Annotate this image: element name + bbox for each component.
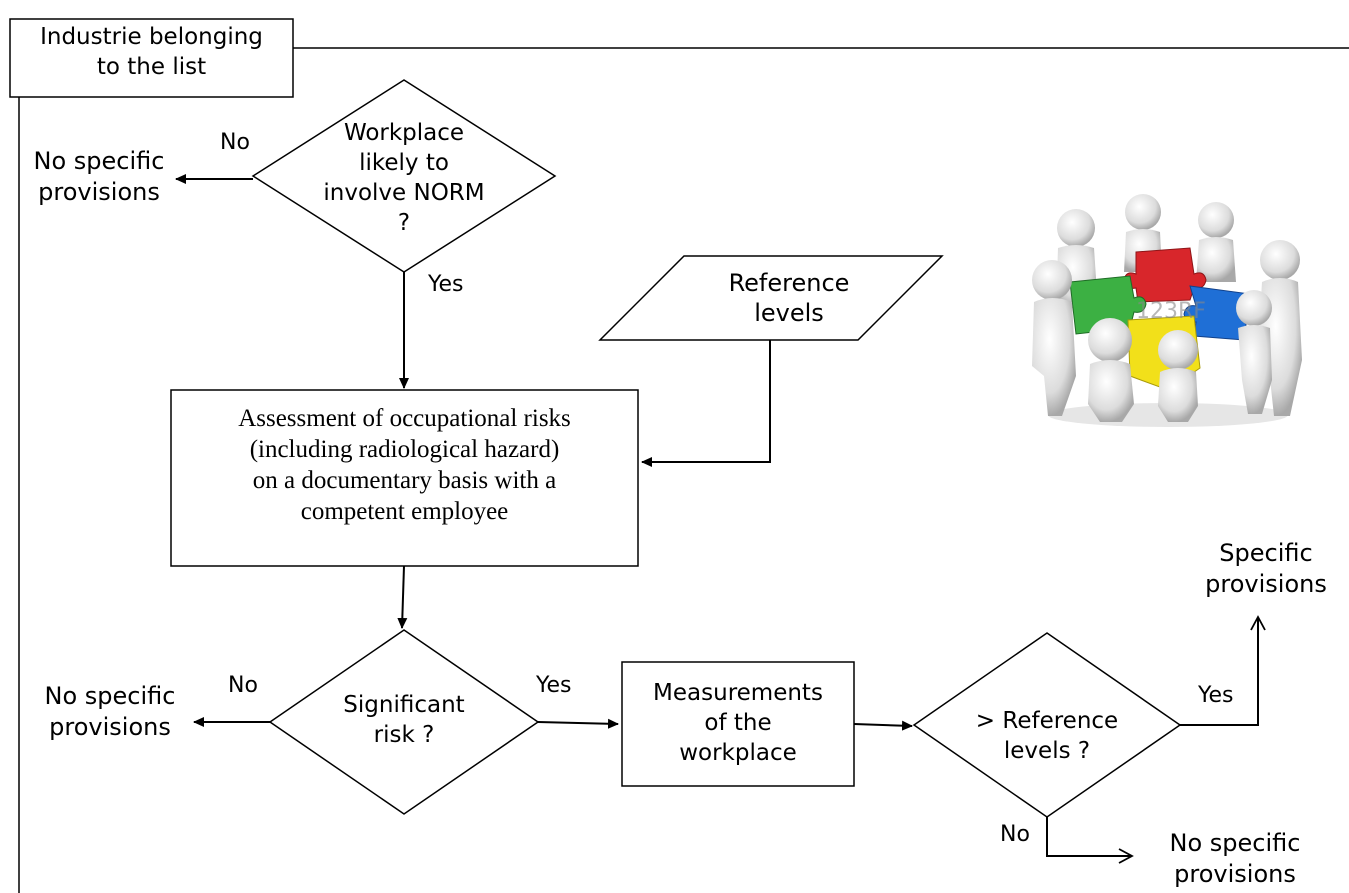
header-box	[9, 18, 294, 98]
measurements-text: Measurements of the workplace	[622, 678, 854, 768]
label-no-top: No	[220, 130, 250, 155]
outcome-bottom-text: No specific provisions	[1150, 828, 1320, 890]
reference-line: Reference	[728, 269, 850, 297]
arrow-assessment-to-risk	[397, 565, 408, 629]
reference-levels-parallelogram	[598, 255, 944, 341]
puzzle-team-illustration-icon: 123RF	[1032, 194, 1302, 427]
reference-levels-text: Reference levels	[700, 268, 878, 328]
decision-line: likely to	[359, 150, 449, 176]
outcome-left-text: No specific provisions	[34, 681, 186, 743]
assessment-box	[170, 389, 639, 567]
assessment-line: Assessment of occupational risks	[238, 405, 571, 432]
figure-front-left	[1032, 260, 1076, 416]
figure-back-right	[1196, 202, 1236, 282]
assessment-line: (including radiological hazard)	[249, 436, 560, 463]
outcome-line: provisions	[1174, 860, 1296, 888]
puzzle-green-piece	[1069, 275, 1147, 335]
outcome-line: provisions	[49, 713, 171, 741]
outcome-line: No specific	[33, 147, 165, 175]
puzzle-red-piece	[1123, 247, 1207, 303]
decision-line: involve NORM	[323, 180, 485, 206]
measurements-line: Measurements	[653, 680, 823, 706]
outcome-specific-text: Specific provisions	[1190, 538, 1342, 600]
measurements-box	[621, 661, 855, 787]
puzzle-blue-piece	[1183, 285, 1251, 341]
label-no-bottom: No	[1000, 822, 1030, 847]
decision-risk-diamond	[268, 629, 540, 815]
decision-line: Workplace	[343, 120, 465, 146]
outcome-line: No specific	[1169, 829, 1301, 857]
assessment-text: Assessment of occupational risks (includ…	[171, 403, 638, 527]
decision-norm-text: Workplace likely to involve NORM ?	[318, 118, 490, 238]
outcome-top-text: No specific provisions	[24, 146, 174, 208]
arrow-ref-yes	[1180, 615, 1266, 726]
decision-line: > Reference	[975, 708, 1119, 734]
reference-line: levels	[754, 299, 824, 327]
arrow-risk-yes	[537, 718, 619, 729]
decision-line: levels ?	[1003, 738, 1091, 764]
decision-ref-text: > Reference levels ?	[967, 706, 1127, 766]
arrow-measurements-to-ref	[853, 720, 913, 731]
header-line: to the list	[96, 54, 207, 80]
decision-line: ?	[397, 210, 411, 236]
outcome-line: provisions	[38, 178, 160, 206]
outcome-line: Specific	[1219, 539, 1313, 567]
decision-line: Significant	[343, 692, 465, 718]
outcome-line: provisions	[1205, 570, 1327, 598]
figure-front-right-center	[1158, 330, 1198, 422]
watermark-text: 123RF	[1136, 299, 1206, 324]
arrow-ref-no	[1046, 817, 1134, 864]
decision-line: risk ?	[373, 722, 435, 748]
assessment-line: on a documentary basis with a	[252, 467, 557, 494]
measurements-line: of the	[704, 710, 772, 736]
arrow-reference-to-assessment	[641, 340, 771, 467]
header-title: Industrie belonging to the list	[10, 22, 293, 82]
label-yes-mid: Yes	[536, 673, 572, 698]
measurements-line: workplace	[679, 740, 797, 766]
assessment-line: competent employee	[300, 498, 509, 525]
decision-risk-text: Significant risk ?	[324, 690, 484, 750]
outcome-line: No specific	[44, 682, 176, 710]
label-no-left: No	[228, 673, 258, 698]
header-line: Industrie belonging	[40, 24, 263, 50]
figure-front-center	[1088, 318, 1134, 422]
figure-right-mid	[1236, 290, 1272, 414]
label-yes-top: Yes	[428, 272, 464, 297]
label-yes-right: Yes	[1198, 683, 1234, 708]
